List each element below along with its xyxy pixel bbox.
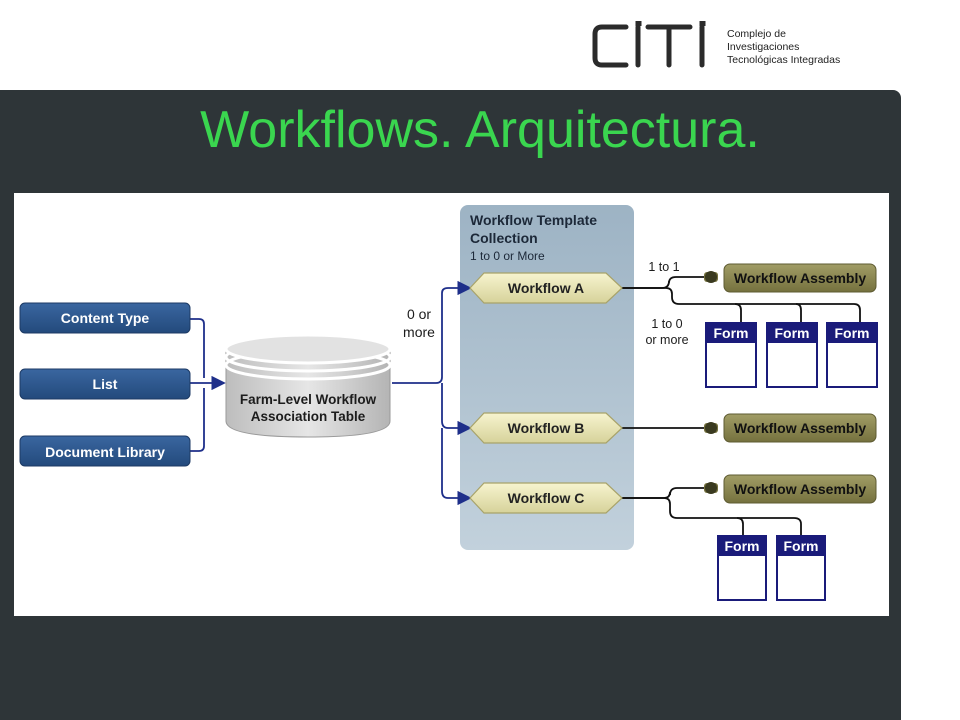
form-a3: Form bbox=[826, 322, 878, 388]
workflow-label: Workflow A bbox=[508, 280, 584, 296]
workflow-assembly-b: Workflow Assembly bbox=[704, 413, 877, 443]
assembly-label: Workflow Assembly bbox=[734, 270, 866, 286]
architecture-diagram: Workflow Template Collection 1 to 0 or M… bbox=[19, 205, 878, 601]
form-label: Form bbox=[714, 325, 749, 341]
association-table-cylinder: Farm-Level Workflow Association Table bbox=[224, 333, 392, 438]
workflow-label: Workflow B bbox=[508, 420, 585, 436]
slide-title: Workflows. Arquitectura. bbox=[200, 101, 760, 159]
collection-subtitle: 1 to 0 or More bbox=[470, 249, 545, 263]
workflow-a: Workflow A bbox=[469, 272, 623, 304]
one-to-zero-label: or more bbox=[645, 333, 688, 347]
citi-logo-mark bbox=[592, 24, 705, 68]
source-connectors bbox=[189, 318, 226, 452]
citi-logo bbox=[592, 21, 706, 68]
workflow-c: Workflow C bbox=[469, 482, 623, 514]
form-a2: Form bbox=[766, 322, 818, 388]
zero-or-more-label: 0 or bbox=[407, 306, 431, 322]
collection-title-line: Collection bbox=[470, 230, 538, 246]
source-content-type: Content Type bbox=[19, 302, 191, 334]
form-a1: Form bbox=[705, 322, 757, 388]
source-label: Document Library bbox=[45, 444, 165, 460]
assembly-label: Workflow Assembly bbox=[734, 481, 866, 497]
diagram-canvas: Workflow Template Collection 1 to 0 or M… bbox=[14, 193, 889, 616]
logo-caption-line: Investigaciones bbox=[727, 41, 800, 53]
logo-caption-line: Complejo de bbox=[727, 28, 786, 40]
table-label-line: Association Table bbox=[251, 409, 366, 424]
form-c2: Form bbox=[776, 535, 826, 601]
workflow-assembly-c: Workflow Assembly bbox=[704, 474, 877, 504]
source-label: Content Type bbox=[61, 310, 150, 326]
assembly-label: Workflow Assembly bbox=[734, 420, 866, 436]
workflow-assembly-a: Workflow Assembly bbox=[704, 263, 877, 293]
logo-caption-line: Tecnológicas Integradas bbox=[727, 54, 841, 66]
source-list: List bbox=[19, 368, 191, 400]
source-label: List bbox=[93, 376, 118, 392]
form-label: Form bbox=[725, 538, 760, 554]
one-to-zero-label: 1 to 0 bbox=[651, 317, 682, 331]
form-label: Form bbox=[775, 325, 810, 341]
collection-title-line: Workflow Template bbox=[470, 212, 597, 228]
workflow-b: Workflow B bbox=[469, 412, 623, 444]
logo-caption: Complejo de Investigaciones Tecnológicas… bbox=[727, 28, 840, 67]
source-document-library: Document Library bbox=[19, 435, 191, 467]
one-to-one-label: 1 to 1 bbox=[648, 260, 679, 274]
table-label-line: Farm-Level Workflow bbox=[240, 392, 377, 407]
table-connectors bbox=[392, 280, 472, 506]
form-label: Form bbox=[835, 325, 870, 341]
workflow-label: Workflow C bbox=[508, 490, 585, 506]
workflow-connectors bbox=[622, 276, 861, 536]
zero-or-more-label: more bbox=[403, 324, 435, 340]
form-label: Form bbox=[784, 538, 819, 554]
form-c1: Form bbox=[717, 535, 767, 601]
